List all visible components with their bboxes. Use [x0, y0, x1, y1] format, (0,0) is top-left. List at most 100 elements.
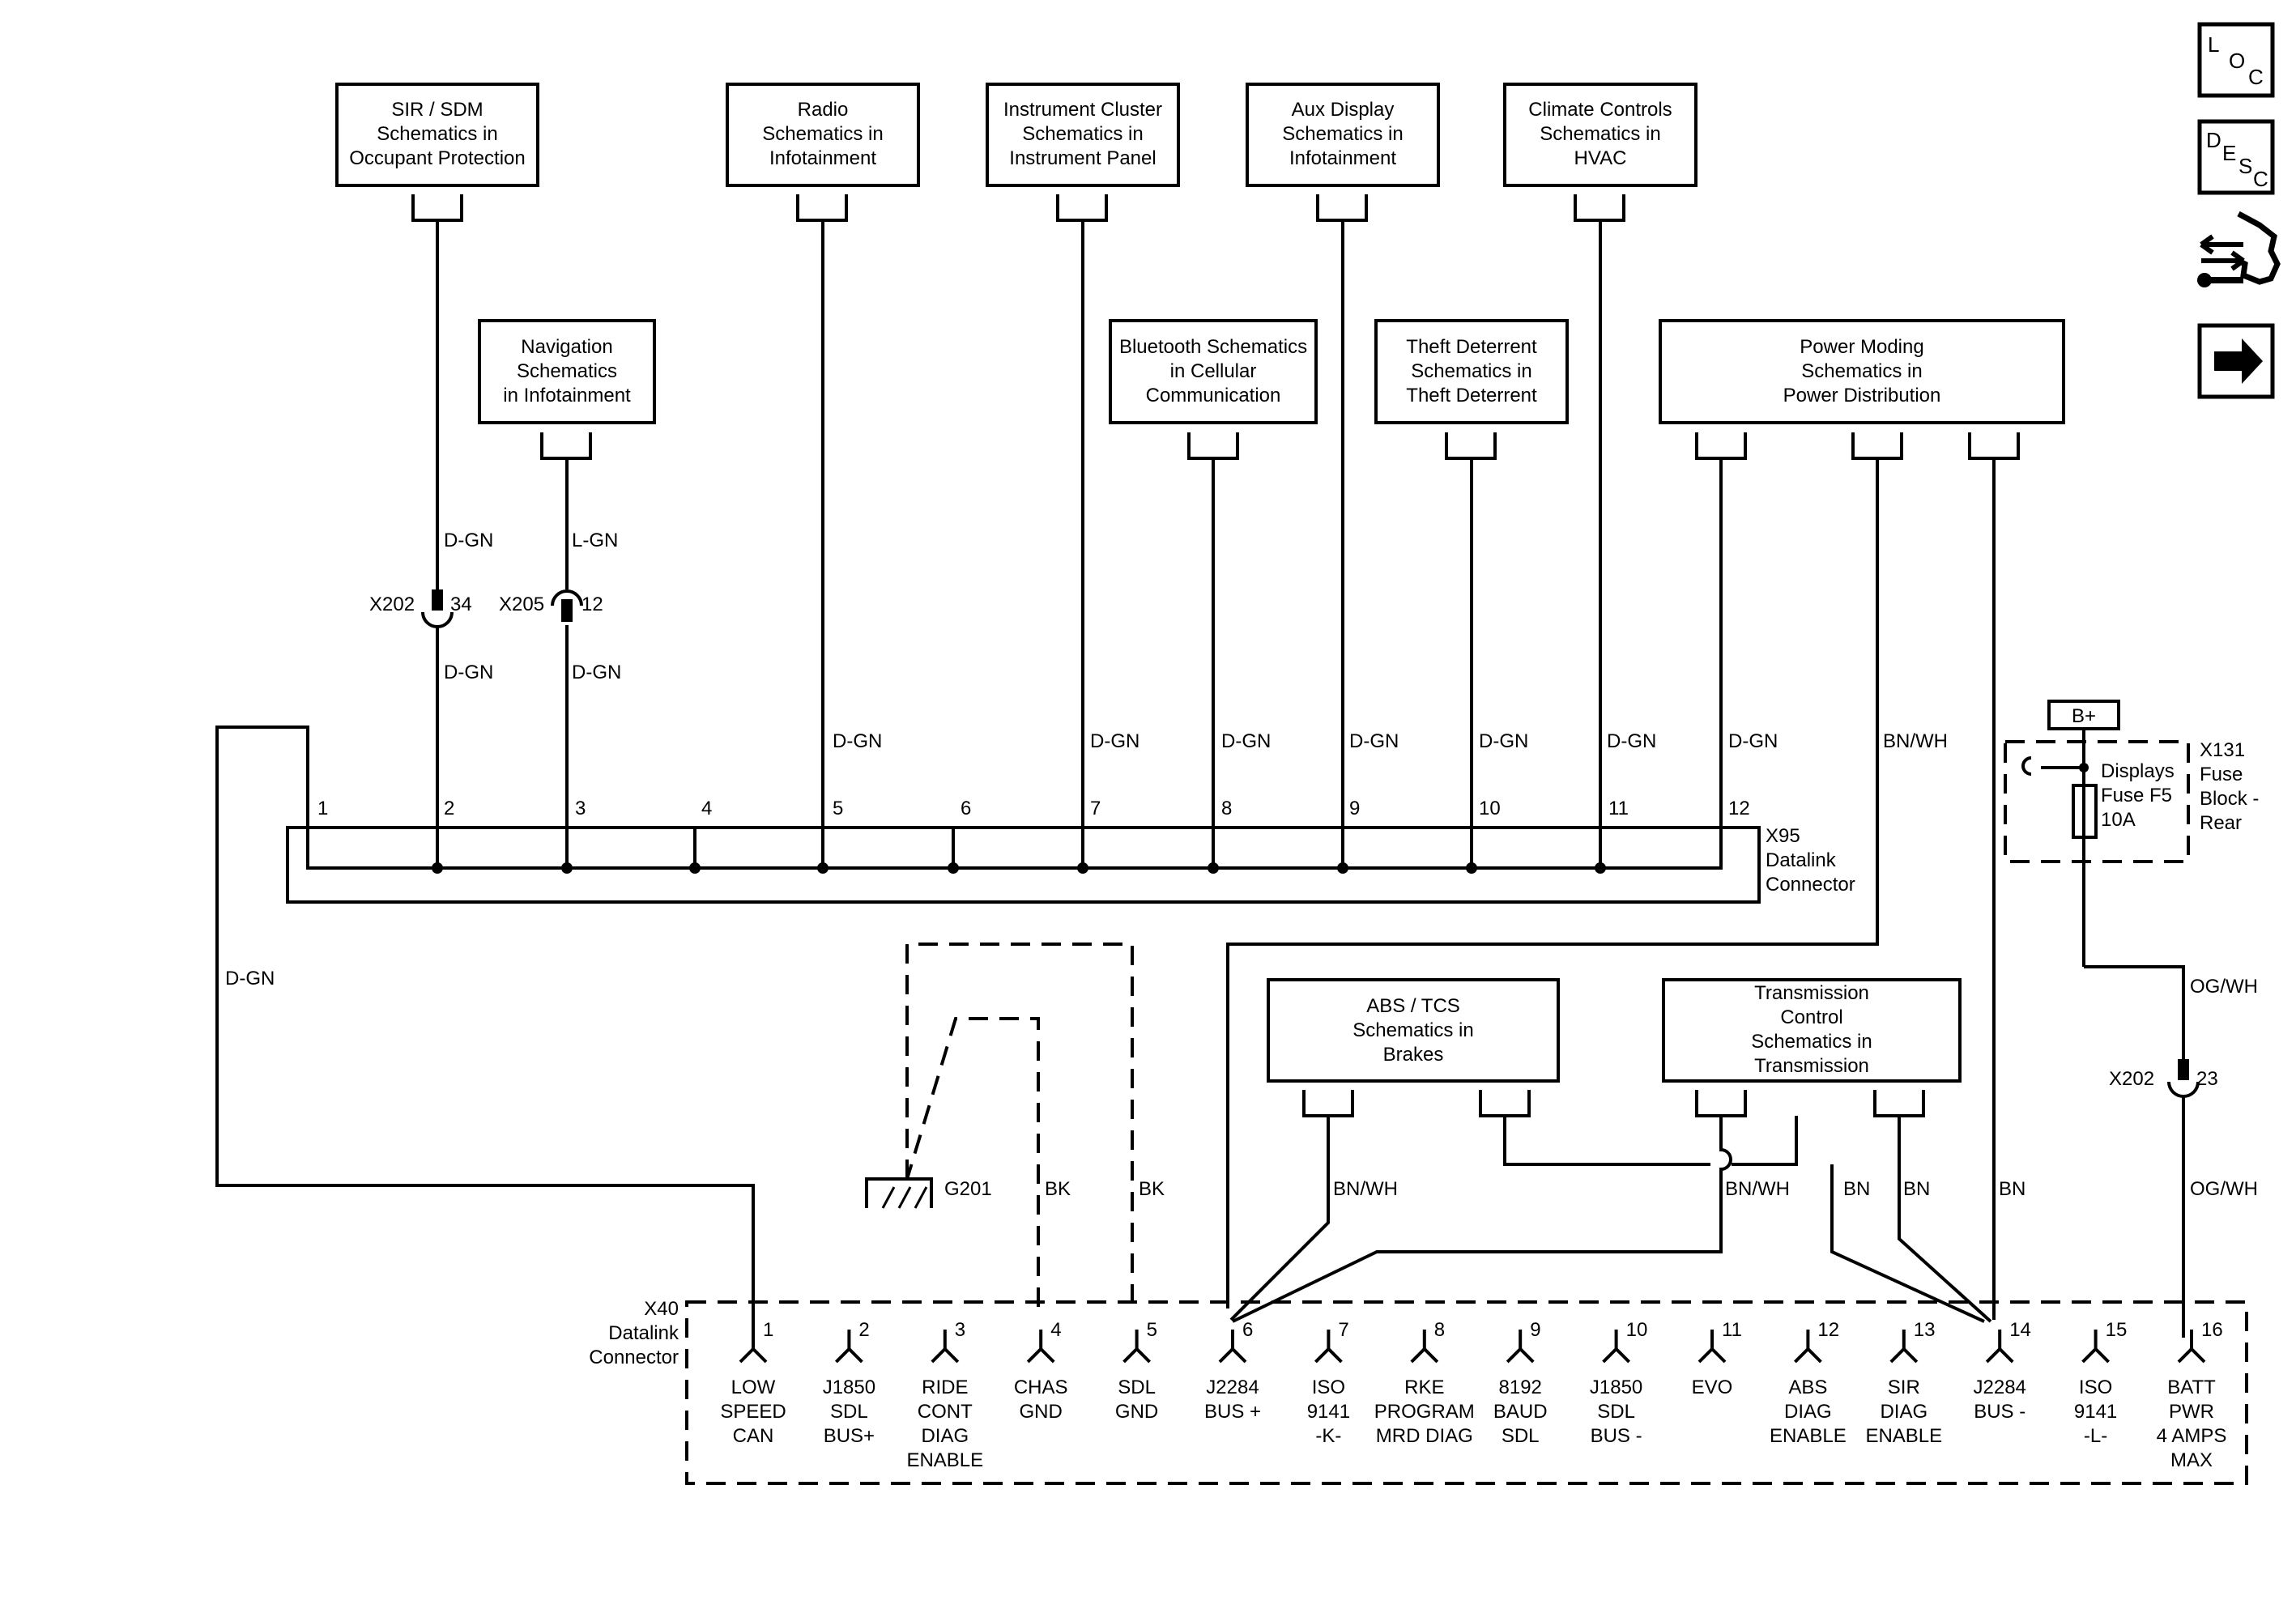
x40-pin-name: SDL	[1502, 1425, 1540, 1447]
x40-pin-name: BAUD	[1493, 1401, 1548, 1423]
module-bluetooth[interactable]: Bluetooth Schematics in Cellular Communi…	[1109, 319, 1318, 424]
wire-label-ogwh: OG/WH	[2190, 976, 2258, 998]
module-trans-line-4: Transmission	[1754, 1055, 1869, 1077]
x95-pin: 8	[1221, 798, 1232, 819]
module-aux-display[interactable]: Aux Display Schematics in Infotainment	[1246, 83, 1440, 187]
module-theft-line-2: Schematics in	[1411, 360, 1531, 382]
x95-datalink-connector[interactable]	[286, 826, 1761, 904]
x40-pin-number: 13	[1914, 1319, 1936, 1341]
module-aux-line-2: Schematics in	[1282, 123, 1403, 145]
module-power-line-3: Power Distribution	[1783, 385, 1941, 406]
x40-pin-name: 9141	[1307, 1401, 1350, 1423]
wire-label-dgn: D-GN	[444, 530, 493, 551]
x40-terminal	[1793, 1330, 1822, 1364]
x40-pins: 1LOWSPEEDCAN2J1850SDLBUS+3RIDECONTDIAGEN…	[720, 1319, 2226, 1471]
desc-letter: C	[2253, 167, 2268, 191]
module-power-line-1: Power Moding	[1800, 336, 1923, 358]
x202b-label: X202	[2109, 1068, 2154, 1090]
module-bt-line-1: Bluetooth Schematics	[1119, 336, 1307, 358]
desc-button[interactable]: D E S C	[2197, 119, 2275, 195]
desc-letter: E	[2222, 141, 2236, 165]
module-sir-sdm[interactable]: SIR / SDM Schematics in Occupant Protect…	[335, 83, 539, 187]
wires-to-x95	[436, 220, 1723, 868]
fuse-block-line-1: X131	[2200, 739, 2245, 761]
module-climate-controls[interactable]: Climate Controls Schematics in HVAC	[1503, 83, 1698, 187]
fuse-label-line-1: Displays	[2101, 760, 2175, 782]
x40-terminal	[1506, 1330, 1535, 1364]
x40-pin-number: 4	[1050, 1319, 1061, 1341]
next-arrow-button[interactable]	[2197, 323, 2275, 399]
module-theft-deterrent[interactable]: Theft Deterrent Schematics in Theft Dete…	[1374, 319, 1569, 424]
x40-pin-number: 14	[2009, 1319, 2031, 1341]
fuse-block-line-3: Block -	[2200, 788, 2259, 810]
wire-label-dgn: D-GN	[1221, 730, 1271, 752]
x40-pin-name: -L-	[2084, 1425, 2107, 1447]
module-abs-tcs[interactable]: ABS / TCS Schematics in Brakes	[1267, 978, 1560, 1083]
x40-pin-name: ENABLE	[1865, 1425, 1942, 1447]
x95-pin: 9	[1349, 798, 1360, 819]
ground-g201: G201 BK BK	[865, 943, 1165, 1307]
fuse-block-x131[interactable]: B+ Displays Fuse F5 10A X131 Fuse Block …	[2004, 700, 2259, 1338]
wire-label-bn: BN	[1903, 1178, 1930, 1200]
x40-pin-name: DIAG	[921, 1425, 969, 1447]
bplus-label: B+	[2072, 705, 2096, 727]
desc-letter: D	[2206, 128, 2221, 152]
x95-pin: 10	[1479, 798, 1501, 819]
module-abs-line-1: ABS / TCS	[1366, 995, 1460, 1017]
x40-label-line-2: Datalink	[608, 1322, 679, 1344]
x95-pin: 11	[1608, 798, 1629, 819]
x40-pin-name: BATT	[2167, 1377, 2216, 1398]
x40-datalink-connector[interactable]: X40 Datalink Connector	[589, 1298, 2248, 1485]
x40-pin-name: CONT	[918, 1401, 973, 1423]
x40-pin-name: PROGRAM	[1374, 1401, 1475, 1423]
module-theft-line-1: Theft Deterrent	[1406, 336, 1537, 358]
wire-label-bk: BK	[1139, 1178, 1165, 1200]
wire-x95-pin1-to-x40-pin1	[215, 726, 755, 1338]
module-aux-line-3: Infotainment	[1289, 147, 1396, 169]
module-navigation[interactable]: Navigation Schematics in Infotainment	[478, 319, 656, 424]
module-radio-line-2: Schematics in	[762, 123, 883, 145]
wire-label-dgn: D-GN	[833, 730, 882, 752]
x40-pin-name: GND	[1115, 1401, 1158, 1423]
x40-pin-name: SDL	[1118, 1377, 1156, 1398]
x40-pin-number: 15	[2106, 1319, 2128, 1341]
module-radio-line-3: Infotainment	[769, 147, 876, 169]
wire-label-bnwh: BN/WH	[1883, 730, 1948, 752]
wire-label-dgn: D-GN	[1728, 730, 1778, 752]
x40-pin-number: 8	[1434, 1319, 1445, 1341]
x40-terminal	[739, 1330, 768, 1364]
module-transmission-control[interactable]: Transmission Control Schematics in Trans…	[1662, 978, 1962, 1083]
x40-pin-name: LOW	[731, 1377, 776, 1398]
x40-pin-number: 11	[1722, 1319, 1742, 1341]
x40-terminal	[1122, 1330, 1152, 1364]
x40-pin-number: 12	[1817, 1319, 1839, 1341]
wire-label-dgn: D-GN	[1479, 730, 1528, 752]
fuse-block-line-4: Rear	[2200, 812, 2242, 834]
wire-label-bk: BK	[1045, 1178, 1071, 1200]
fuse-label-line-3: 10A	[2101, 809, 2136, 831]
x40-terminal	[1026, 1330, 1055, 1364]
wire-label-lgn: L-GN	[572, 530, 618, 551]
x202b-pin: 23	[2196, 1068, 2218, 1090]
x40-pin-name: SIR	[1888, 1377, 1920, 1398]
x95-pin: 1	[317, 798, 328, 819]
wire-trans-bnwh	[1232, 1116, 1732, 1323]
module-radio[interactable]: Radio Schematics in Infotainment	[726, 83, 920, 187]
module-trans-line-3: Schematics in	[1751, 1031, 1872, 1053]
connector-locator-icon[interactable]	[2197, 211, 2281, 287]
module-instrument-cluster[interactable]: Instrument Cluster Schematics in Instrum…	[986, 83, 1180, 187]
fuse-label-line-2: Fuse F5	[2101, 785, 2172, 806]
loc-button[interactable]: L O C	[2197, 22, 2275, 98]
module-nav-line-1: Navigation	[521, 336, 612, 358]
module-power-moding[interactable]: Power Moding Schematics in Power Distrib…	[1659, 319, 2065, 424]
wire-label-bnwh: BN/WH	[1333, 1178, 1398, 1200]
x40-terminal	[1410, 1330, 1439, 1364]
module-bt-line-2: in Cellular	[1170, 360, 1257, 382]
